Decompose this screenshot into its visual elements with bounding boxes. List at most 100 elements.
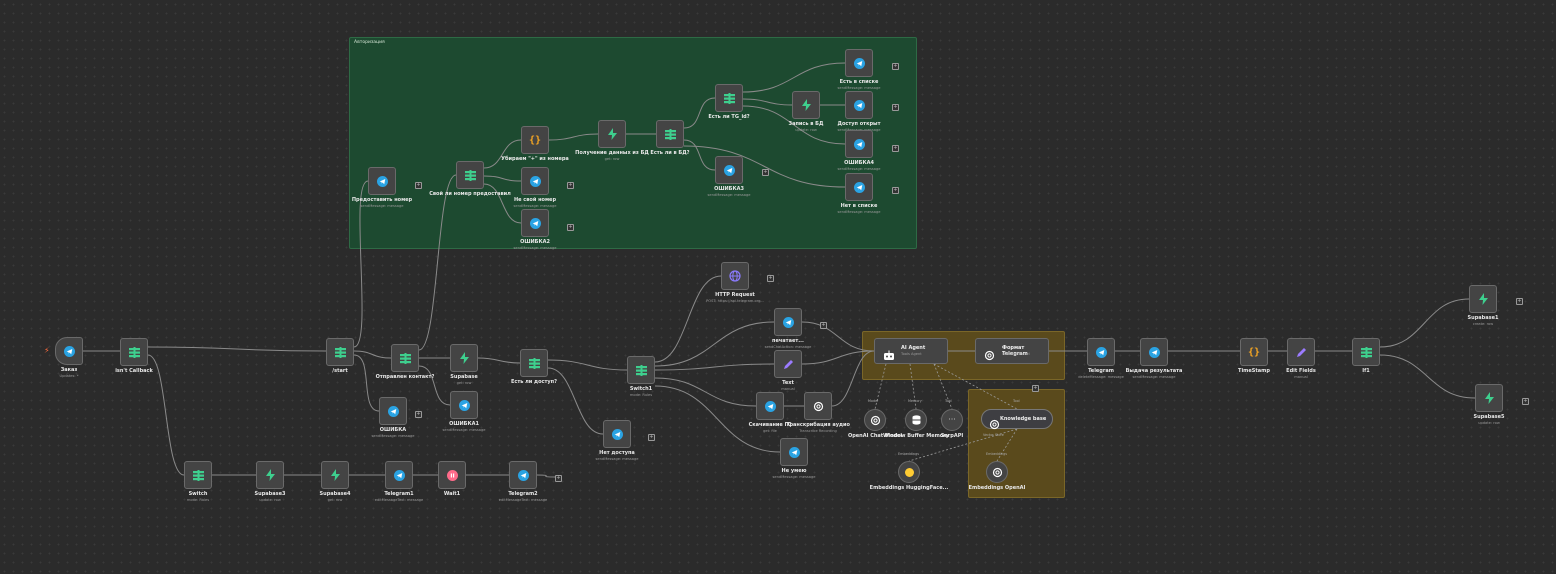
node-telegram2[interactable]	[509, 461, 537, 489]
node-skachivanie[interactable]	[756, 392, 784, 420]
add-node-button[interactable]: +	[415, 411, 422, 418]
connection-line	[654, 321, 775, 367]
node-ne-umeu[interactable]	[780, 438, 808, 466]
connection-line	[483, 139, 522, 169]
add-node-button[interactable]: +	[762, 169, 769, 176]
connection-line	[483, 175, 522, 182]
telegram-icon	[788, 446, 800, 458]
node-label: /start	[332, 368, 348, 374]
add-node-button[interactable]: +	[892, 104, 899, 111]
node-est-v-bd[interactable]	[656, 120, 684, 148]
telegram-icon	[611, 428, 623, 440]
node-ai-agent[interactable]: AI Agent Tools Agent	[874, 338, 948, 364]
node-supabase[interactable]	[450, 344, 478, 372]
node-ne-svoy[interactable]	[521, 167, 549, 195]
telegram-icon	[529, 175, 541, 187]
node-text[interactable]	[774, 350, 802, 378]
telegram-icon	[458, 399, 470, 411]
node-telegram[interactable]	[1087, 338, 1115, 366]
node-label: Telegram	[1088, 368, 1114, 374]
node-supabase5[interactable]	[1475, 384, 1503, 412]
node-switch[interactable]	[184, 461, 212, 489]
node-label: Свой ли номер предоставил	[429, 191, 511, 197]
node-wait1[interactable]	[438, 461, 466, 489]
node-subtitle: Updates: *	[59, 374, 79, 378]
add-node-button[interactable]: +	[415, 182, 422, 189]
connector-tag: Tool	[945, 399, 952, 403]
node-subtitle: POST: https://api.telegram.org...	[706, 299, 764, 303]
node-otpravlen-kontakt[interactable]	[391, 344, 419, 372]
node-transkrib[interactable]	[804, 392, 832, 420]
node-if[interactable]	[1352, 338, 1380, 366]
node-zapis[interactable]	[792, 91, 820, 119]
connection-line	[353, 180, 369, 348]
switch-icon	[464, 169, 476, 181]
node-net-dostupa[interactable]	[603, 420, 631, 448]
add-node-button[interactable]: +	[1516, 298, 1523, 305]
add-node-button[interactable]: +	[648, 434, 655, 441]
node-oshibka1[interactable]	[450, 391, 478, 419]
add-node-button[interactable]: +	[567, 224, 574, 231]
node-timestamp[interactable]: {}	[1240, 338, 1268, 366]
add-node-button[interactable]: +	[767, 275, 774, 282]
node-label: Есть ли в БД?	[650, 150, 690, 156]
node-est-v-spiske[interactable]	[845, 49, 873, 77]
node-telegram1[interactable]	[385, 461, 413, 489]
supabase-icon	[459, 352, 469, 364]
node-serpapi[interactable]: ···	[941, 409, 963, 431]
connection-line	[1379, 354, 1476, 399]
node-knowledge-base[interactable]: Knowledge base	[981, 409, 1053, 430]
node-zakaz[interactable]	[55, 337, 83, 365]
node-vydacha[interactable]	[1140, 338, 1168, 366]
node-pechataet[interactable]	[774, 308, 802, 336]
node-predostavit[interactable]	[368, 167, 396, 195]
node-supabase1[interactable]	[1469, 285, 1497, 313]
node-supabase4[interactable]	[321, 461, 349, 489]
node-supabase3[interactable]	[256, 461, 284, 489]
node-oshibka[interactable]	[379, 397, 407, 425]
add-node-button[interactable]: +	[1032, 385, 1039, 392]
add-node-button[interactable]: +	[567, 182, 574, 189]
sticky-note-auth[interactable]: Авторизация	[349, 37, 917, 249]
openai-icon	[992, 467, 1002, 477]
connection-line	[483, 183, 522, 224]
node-oshibka2[interactable]	[521, 209, 549, 237]
node-est-tg-id[interactable]	[715, 84, 743, 112]
db-icon	[912, 415, 920, 425]
node-openai-chat[interactable]	[864, 409, 886, 431]
node-http[interactable]	[721, 262, 749, 290]
code-icon: {}	[528, 134, 542, 146]
add-node-button[interactable]: +	[820, 322, 827, 329]
node-edit-fields[interactable]	[1287, 338, 1315, 366]
node-format-tg[interactable]: Формат Telegram Message Model	[975, 338, 1049, 364]
add-node-button[interactable]: +	[892, 187, 899, 194]
node-dostup-otkryt[interactable]	[845, 91, 873, 119]
add-node-button[interactable]: +	[555, 475, 562, 482]
node-emb-openai[interactable]	[986, 461, 1008, 483]
connection-line	[547, 367, 604, 435]
node-ubiraem[interactable]: {}	[521, 126, 549, 154]
node-oshibka3[interactable]	[715, 156, 743, 184]
node-est-li-dostup[interactable]	[520, 349, 548, 377]
node-label: Switch1	[629, 386, 653, 392]
agent-subtitle: Message Model	[1002, 352, 1030, 356]
sticky-note-vector[interactable]	[968, 389, 1065, 498]
add-node-button[interactable]: +	[892, 63, 899, 70]
robot-icon	[883, 346, 895, 365]
node-emb-hf[interactable]	[898, 461, 920, 483]
node-window-mem[interactable]	[905, 409, 927, 431]
node-poluchenie[interactable]	[598, 120, 626, 148]
node-label: TimeStamp	[1238, 368, 1270, 374]
connection-line	[548, 133, 599, 141]
add-node-button[interactable]: +	[892, 145, 899, 152]
node-isnt-callback[interactable]	[120, 338, 148, 366]
node-start[interactable]	[326, 338, 354, 366]
node-net-v-spiske[interactable]	[845, 173, 873, 201]
node-svoy-nomer[interactable]	[456, 161, 484, 189]
add-node-button[interactable]: +	[1522, 398, 1529, 405]
node-subtitle: sendMessage: message	[513, 246, 557, 250]
supabase-icon	[607, 128, 617, 140]
node-oshibka4[interactable]	[845, 130, 873, 158]
node-switch1[interactable]	[627, 356, 655, 384]
